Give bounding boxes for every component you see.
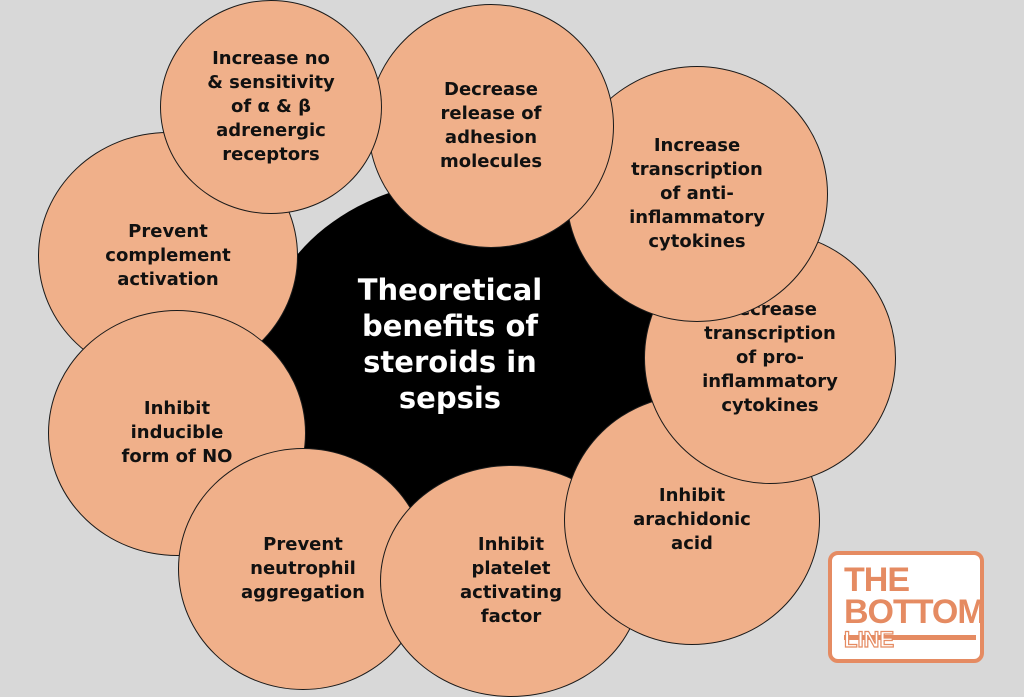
benefit-label: Increase transcription of anti- inflamma… (629, 135, 765, 252)
logo-underline (844, 635, 976, 640)
benefit-label: Increase no & sensitivity of α & β adren… (207, 48, 335, 165)
logo-line-1: THE (844, 561, 910, 599)
benefit-label: Inhibit platelet activating factor (460, 534, 562, 627)
benefit-label: Prevent neutrophil aggregation (241, 534, 365, 603)
benefit-circle-no-form: Inhibit inducible form of NO (48, 310, 306, 556)
benefit-label: Inhibit arachidonic acid (633, 485, 751, 554)
benefit-label: Prevent complement activation (105, 221, 231, 290)
bottom-line-logo: THE BOTTOM LINE (828, 551, 986, 663)
benefit-label: Decrease release of adhesion molecules (439, 79, 543, 172)
benefit-circle-adhesion: Decrease release of adhesion molecules (368, 4, 614, 248)
logo-line-2: BOTTOM (844, 593, 986, 631)
benefit-circle-adrenergic: Increase no & sensitivity of α & β adren… (160, 0, 382, 214)
center-title: Theoretical benefits of steroids in seps… (357, 273, 543, 415)
logo-line-3: LINE (843, 626, 895, 652)
benefit-label: Inhibit inducible form of NO (121, 398, 233, 467)
